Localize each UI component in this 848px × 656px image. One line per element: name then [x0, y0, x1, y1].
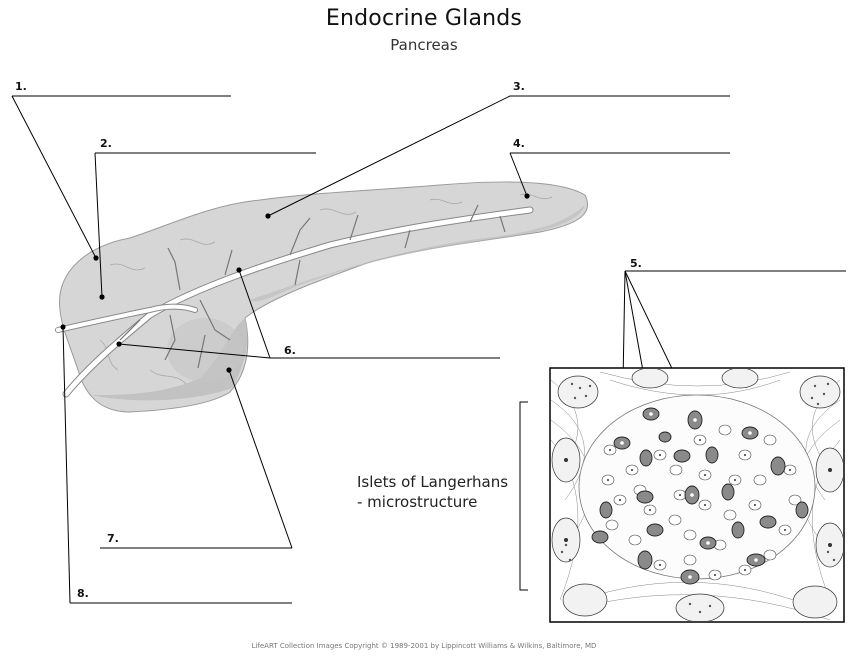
pancreatic-duct	[55, 204, 534, 398]
label-1: 1.	[15, 80, 27, 93]
label-5: 5.	[630, 257, 642, 270]
copyright-footer: LifeART Collection Images Copyright © 19…	[251, 642, 597, 650]
label-7: 7.	[107, 532, 119, 545]
label-8: 8.	[77, 587, 89, 600]
islet-caption-line1: Islets of Langerhans	[357, 473, 509, 491]
leader-lines	[11, 95, 846, 604]
islet-microstructure	[549, 367, 845, 623]
label-4: 4.	[513, 137, 525, 150]
islet-caption-line2: - microstructure	[357, 493, 478, 511]
page-title: Endocrine Glands	[325, 6, 523, 31]
label-2: 2.	[100, 137, 112, 150]
page-subtitle: Pancreas	[390, 36, 458, 54]
islet-caption: Islets of Langerhans - microstructure	[357, 472, 508, 512]
caption-bracket	[519, 401, 528, 591]
label-3: 3.	[513, 80, 525, 93]
pancreas-gland	[59, 181, 588, 413]
label-6: 6.	[284, 344, 296, 357]
